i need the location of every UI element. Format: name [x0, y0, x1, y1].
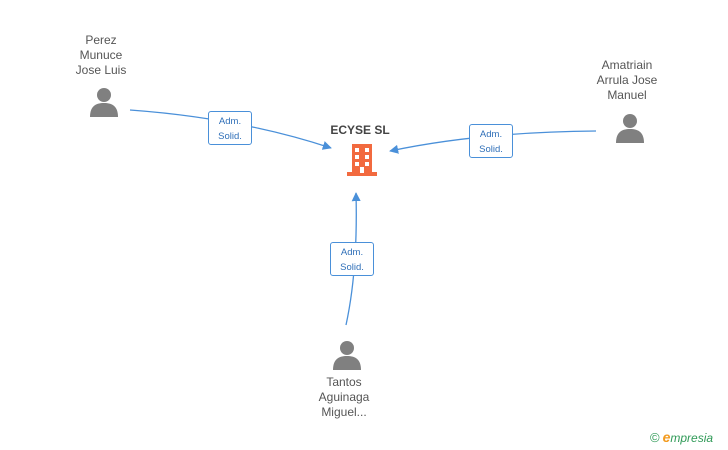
person-icon[interactable]	[89, 86, 119, 118]
person-name-line: Perez	[85, 33, 117, 47]
company-name[interactable]: ECYSE SL	[330, 123, 390, 137]
copyright-symbol: ©	[650, 430, 660, 445]
person-icon[interactable]	[615, 112, 645, 144]
empresia-logo: ©empresia	[650, 429, 726, 447]
person-name-line: Jose Luis	[75, 63, 127, 77]
role-badge-amatriain[interactable]: Adm. Solid.	[469, 124, 513, 158]
role-badge-perez[interactable]: Adm. Solid.	[208, 111, 252, 145]
person-name-line: Tantos	[326, 375, 362, 389]
role-label-line: Adm.	[218, 116, 242, 127]
building-icon[interactable]	[346, 143, 378, 177]
person-icon[interactable]	[332, 339, 362, 371]
role-label-line: Solid.	[479, 144, 503, 155]
person-name-line: Aguinaga	[318, 390, 370, 404]
role-label-line: Adm.	[479, 129, 503, 140]
person-name-line: Munuce	[79, 48, 123, 62]
brand-initial: e	[662, 429, 671, 445]
role-label-line: Solid.	[218, 131, 242, 142]
brand-name: mpresia	[670, 431, 714, 445]
role-label-line: Adm.	[340, 247, 364, 258]
person-name-amatriain[interactable]: Amatriain Arrula Jose Manuel	[572, 58, 682, 103]
role-badge-tantos[interactable]: Adm. Solid.	[330, 242, 374, 276]
person-name-line: Arrula Jose	[596, 73, 658, 87]
person-name-perez[interactable]: Perez Munuce Jose Luis	[46, 33, 156, 78]
person-name-tantos[interactable]: Tantos Aguinaga Miguel...	[289, 375, 399, 420]
person-name-line: Amatriain	[601, 58, 653, 72]
role-label-line: Solid.	[340, 262, 364, 273]
person-name-line: Miguel...	[321, 405, 367, 419]
person-name-line: Manuel	[607, 88, 647, 102]
